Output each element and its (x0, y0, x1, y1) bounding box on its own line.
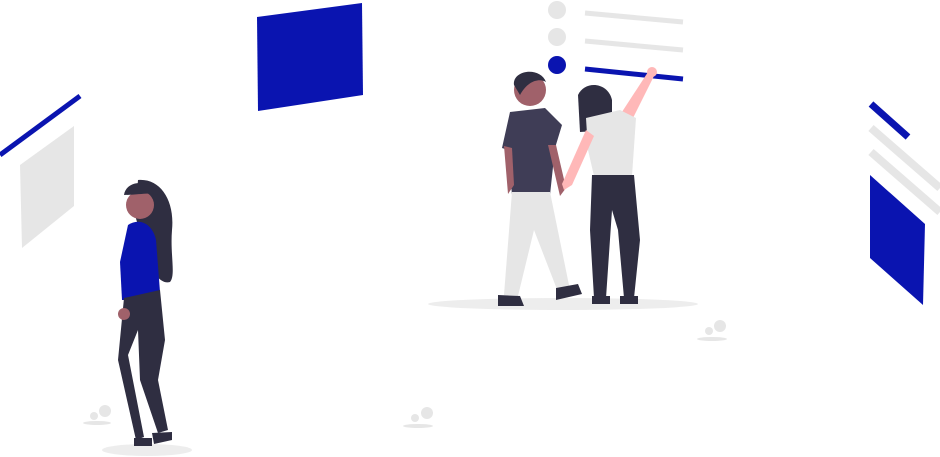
plant-icon (83, 405, 111, 425)
woman-reaching (562, 67, 657, 304)
checklist-bullet-1 (548, 1, 566, 19)
checklist-line-3 (584, 66, 684, 82)
checklist-icon (548, 1, 684, 82)
checklist-line-2 (584, 38, 684, 53)
woman-shadow (102, 444, 192, 456)
couple-shadow (428, 298, 698, 310)
left-accent-stripe (0, 93, 82, 158)
right-accent-stripe (868, 101, 911, 140)
right-gray-stripe-1 (868, 124, 940, 192)
left-gray-panel (20, 126, 74, 248)
checklist-bullet-3 (548, 56, 566, 74)
woman-walking (118, 179, 173, 446)
plant-icon (403, 407, 433, 428)
top-blue-panel (257, 3, 363, 111)
right-gray-stripe-2 (868, 148, 940, 216)
right-blue-panel (870, 175, 925, 305)
man-standing (498, 71, 582, 306)
checklist-line-1 (584, 10, 684, 25)
checklist-bullet-2 (548, 28, 566, 46)
plant-icon (697, 320, 727, 341)
